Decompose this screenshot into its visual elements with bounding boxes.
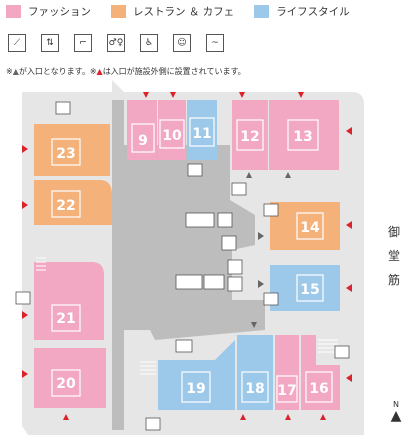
store-19[interactable] xyxy=(158,340,235,410)
store-label-18: 18 xyxy=(245,381,264,397)
street-char: 御 xyxy=(387,225,400,239)
stairs-icon: ⌐ xyxy=(74,34,92,52)
restroom-icon xyxy=(185,212,215,228)
facility-icon-row: ⟋ ⇅ ⌐ ♂♀ ♿ ☺ ~ xyxy=(8,34,239,52)
store-number-box xyxy=(296,274,324,302)
corridor xyxy=(112,145,265,340)
stairs-icon xyxy=(145,417,161,431)
store-15[interactable] xyxy=(270,265,340,311)
store-17[interactable] xyxy=(275,335,299,410)
store-number-box xyxy=(189,117,215,147)
store-12[interactable] xyxy=(232,100,268,170)
escalator-icon xyxy=(175,339,193,353)
store-number-box xyxy=(159,119,185,149)
legend-label: ライフスタイル xyxy=(276,6,350,18)
escalator-icon xyxy=(55,101,71,115)
accessible-restroom-icon xyxy=(227,259,243,275)
map-facility-icons xyxy=(15,101,350,431)
legend-swatch xyxy=(6,5,21,18)
store-number-box xyxy=(181,371,211,403)
store-number-box xyxy=(296,212,324,240)
store-number-box xyxy=(51,138,81,166)
accessible-restroom-icon: ♿ xyxy=(140,34,158,52)
gray-triangle-icon: ▲ xyxy=(12,67,19,76)
store-11[interactable] xyxy=(187,100,217,160)
north-label: N xyxy=(393,400,399,409)
store-number-box xyxy=(305,371,333,403)
store-21[interactable] xyxy=(34,262,104,340)
legend-restaurant: レストラン ＆ カフェ xyxy=(111,4,234,19)
north-arrow: N ▲ xyxy=(390,400,402,423)
street-name-midosuji: 御 堂 筋 xyxy=(386,220,402,292)
store-number-box xyxy=(51,304,81,332)
restroom-icon: ♂♀ xyxy=(107,34,125,52)
store-number-box xyxy=(51,190,81,218)
stairs-icon xyxy=(15,291,31,305)
store-label-13: 13 xyxy=(293,129,312,145)
restroom-icon xyxy=(175,274,203,290)
baby-icon xyxy=(227,276,243,292)
outside-entrance-markers xyxy=(22,92,352,420)
store-label-15: 15 xyxy=(300,282,319,298)
inside-entrance-markers xyxy=(246,172,291,328)
store-number-box xyxy=(131,123,155,153)
escalator-icon: ⟋ xyxy=(8,34,26,52)
store-label-20: 20 xyxy=(56,376,76,392)
store-label-17: 17 xyxy=(277,383,296,399)
note-text-2: は入口が施設外側に設置されています。 xyxy=(102,67,246,76)
store-number-box xyxy=(287,119,319,151)
corridor xyxy=(112,100,124,430)
store-label-22: 22 xyxy=(56,198,75,214)
legend-swatch xyxy=(254,5,270,18)
store-label-14: 14 xyxy=(300,220,320,236)
store-label-23: 23 xyxy=(56,146,75,162)
store-10[interactable] xyxy=(158,100,186,160)
note-prefix: ※ xyxy=(6,67,13,76)
legend-fashion: ファッション xyxy=(6,4,91,19)
north-arrow-icon: ▲ xyxy=(390,408,402,424)
store-label-21: 21 xyxy=(56,311,75,327)
baby-icon xyxy=(334,345,350,359)
baby-icon xyxy=(221,235,237,251)
smoking-area-icon: ~ xyxy=(206,34,224,52)
store-number-box xyxy=(51,369,81,397)
store-label-12: 12 xyxy=(240,129,259,145)
legend-lifestyle: ライフスタイル xyxy=(254,4,350,19)
note-text-1: が入口となります。※ xyxy=(18,67,97,76)
street-char: 堂 xyxy=(387,249,400,263)
store-number-box xyxy=(241,371,269,403)
escalator-icon xyxy=(231,182,247,196)
street-char: 筋 xyxy=(387,273,400,287)
escalator-icon xyxy=(187,163,203,177)
store-label-10: 10 xyxy=(162,128,182,144)
elevator-icon xyxy=(263,203,279,217)
store-23[interactable] xyxy=(34,124,110,176)
store-label-11: 11 xyxy=(192,126,211,142)
store-20[interactable] xyxy=(34,348,106,408)
legend-label: ファッション xyxy=(28,6,91,18)
store-13[interactable] xyxy=(269,100,339,170)
smoking-area-icon xyxy=(203,274,225,290)
elevator-icon xyxy=(263,292,279,306)
accessible-restroom-icon xyxy=(217,212,233,228)
store-label-19: 19 xyxy=(186,381,205,397)
legend-swatch xyxy=(111,5,126,18)
red-triangle-icon: ▲ xyxy=(96,67,103,76)
legend-label: レストラン ＆ カフェ xyxy=(133,6,235,18)
store-label-16: 16 xyxy=(309,381,328,397)
entrance-note: ※▲が入口となります。※▲は入口が施設外側に設置されています。 xyxy=(6,66,246,77)
legend: ファッション レストラン ＆ カフェ ライフスタイル xyxy=(6,4,364,19)
store-number-box xyxy=(276,375,298,403)
store-14[interactable] xyxy=(270,202,340,250)
baby-icon: ☺ xyxy=(173,34,191,52)
elevator-icon: ⇅ xyxy=(41,34,59,52)
store-number-box xyxy=(236,119,264,151)
store-label-9: 9 xyxy=(138,133,148,149)
